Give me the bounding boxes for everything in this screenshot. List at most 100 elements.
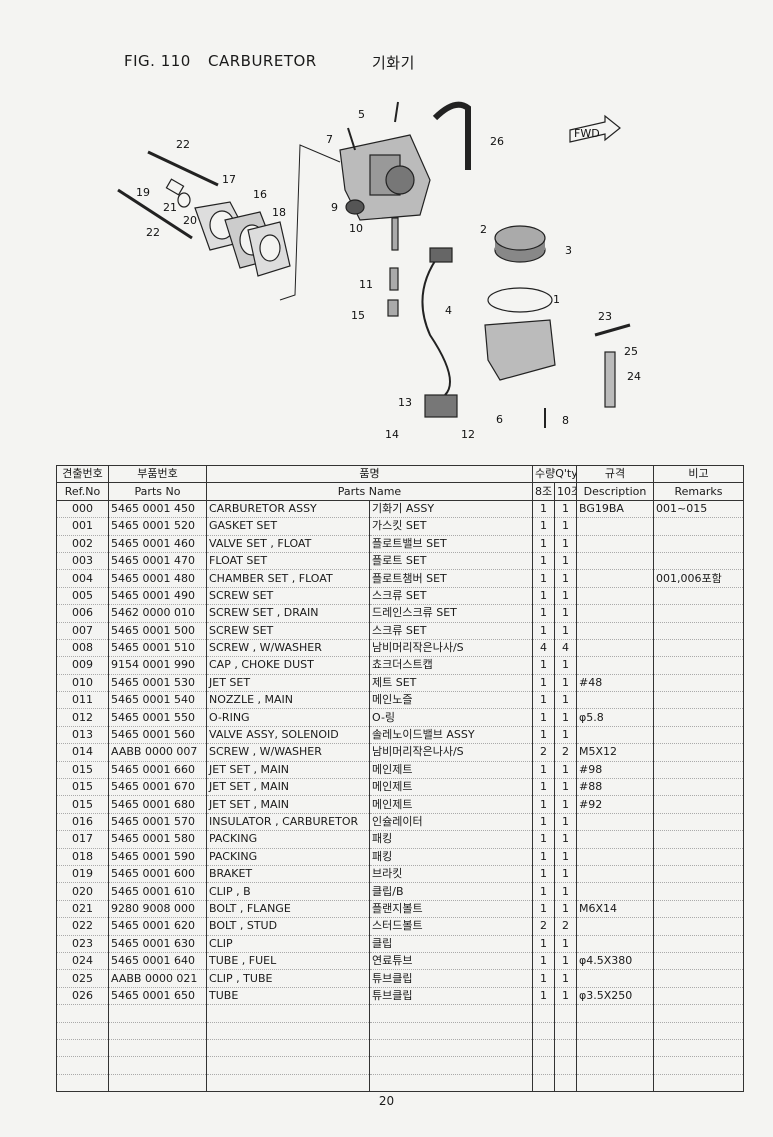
description-cell: M6X14 — [576, 900, 654, 919]
callout-numbers: 1 2 3 4 5 6 7 8 9 10 11 12 13 14 15 16 1… — [136, 108, 641, 441]
callout-9: 9 — [331, 201, 338, 214]
col-remarks-kr: 비고 — [653, 465, 744, 484]
ref-cell: 005 — [56, 587, 109, 606]
part-number-cell: AABB 0000 021 — [108, 969, 207, 988]
figure-title-korean: 기화기 — [372, 54, 415, 72]
part-name-kr-cell: 남비머리작은나사/S — [369, 639, 533, 658]
callout-10: 10 — [349, 222, 363, 235]
callout-19: 19 — [136, 186, 150, 199]
col-ref-kr: 견출번호 — [56, 465, 109, 484]
empty-row — [56, 1074, 744, 1093]
empty-cell — [56, 1022, 109, 1040]
part-name-kr-cell: 플로트 SET — [369, 552, 533, 571]
part-name-kr-cell: 클립/B — [369, 882, 533, 901]
part-name-kr-cell: 제트 SET — [369, 674, 533, 693]
ref-cell: 013 — [56, 726, 109, 745]
qty-8-cell: 1 — [532, 813, 555, 832]
description-cell — [576, 830, 654, 849]
description-cell — [576, 552, 654, 571]
qty-8-cell: 1 — [532, 604, 555, 623]
remarks-cell: 001,006포함 — [653, 569, 744, 588]
qty-8-cell: 1 — [532, 795, 555, 814]
part-name-en-cell: JET SET , MAIN — [206, 778, 370, 797]
description-cell — [576, 691, 654, 710]
qty-10-cell: 1 — [554, 726, 577, 745]
empty-cell — [576, 1074, 654, 1093]
ref-cell: 021 — [56, 900, 109, 919]
qty-8-cell: 1 — [532, 656, 555, 675]
description-cell — [576, 639, 654, 658]
qty-10-cell: 1 — [554, 900, 577, 919]
remarks-cell — [653, 552, 744, 571]
part-name-en-cell: PACKING — [206, 848, 370, 866]
remarks-cell — [653, 830, 744, 849]
qty-8-cell: 1 — [532, 535, 555, 553]
qty-8-cell: 1 — [532, 761, 555, 780]
part-name-kr-cell: 스크류 SET — [369, 587, 533, 606]
empty-row — [56, 1039, 744, 1058]
empty-cell — [554, 1004, 577, 1023]
part-name-kr-cell: 패킹 — [369, 830, 533, 849]
part-number-cell: 5465 0001 620 — [108, 917, 207, 936]
qty-8-cell: 1 — [532, 552, 555, 571]
ref-cell: 024 — [56, 952, 109, 971]
ref-cell: 012 — [56, 708, 109, 727]
callout-22-top: 22 — [176, 138, 190, 151]
col-ref-en: Ref.No — [56, 482, 109, 501]
part-name-en-cell: CLIP — [206, 935, 370, 953]
empty-cell — [369, 1074, 533, 1093]
empty-cell — [653, 1022, 744, 1040]
ref-cell: 018 — [56, 848, 109, 866]
part-number-cell: 5465 0001 680 — [108, 795, 207, 814]
ref-cell: 015 — [56, 778, 109, 797]
ref-cell: 007 — [56, 622, 109, 640]
part-name-kr-cell: 스터드볼트 — [369, 917, 533, 936]
part-name-kr-cell: 클립 — [369, 935, 533, 953]
remarks-cell — [653, 656, 744, 675]
ref-cell: 026 — [56, 987, 109, 1006]
part-name-en-cell: SCREW SET — [206, 622, 370, 640]
col-partno-en: Parts No — [108, 482, 207, 501]
col-desc-en: Description — [576, 482, 654, 501]
col-name-en: Parts Name — [206, 482, 533, 501]
empty-cell — [206, 1022, 370, 1040]
part-number-cell: 5465 0001 630 — [108, 935, 207, 953]
empty-cell — [206, 1039, 370, 1058]
ref-cell: 020 — [56, 882, 109, 901]
empty-cell — [56, 1074, 109, 1093]
qty-8-cell: 1 — [532, 708, 555, 727]
callout-3: 3 — [565, 244, 572, 257]
part-name-en-cell: PACKING — [206, 830, 370, 849]
part-name-en-cell: SCREW , W/WASHER — [206, 743, 370, 762]
table-header-korean: 견출번호 부품번호 품명 수량Q'ty 규격 비고 — [56, 465, 744, 484]
callout-22-bottom: 22 — [146, 226, 160, 239]
part-number-cell: 5465 0001 480 — [108, 569, 207, 588]
empty-cell — [108, 1056, 207, 1075]
qty-10-cell: 1 — [554, 761, 577, 780]
remarks-cell — [653, 778, 744, 797]
part-name-kr-cell: 남비머리작은나사/S — [369, 743, 533, 762]
qty-10-cell: 1 — [554, 882, 577, 901]
part-name-kr-cell: 기화기 ASSY — [369, 500, 533, 519]
qty-8-cell: 1 — [532, 935, 555, 953]
remarks-cell — [653, 587, 744, 606]
callout-18: 18 — [272, 206, 286, 219]
part-number-cell: 5462 0000 010 — [108, 604, 207, 623]
description-cell: φ5.8 — [576, 708, 654, 727]
empty-cell — [108, 1039, 207, 1058]
description-cell — [576, 587, 654, 606]
description-cell — [576, 865, 654, 884]
empty-cell — [56, 1004, 109, 1023]
part-number-cell: 5465 0001 660 — [108, 761, 207, 780]
part-number-cell: 5465 0001 450 — [108, 500, 207, 519]
remarks-cell — [653, 935, 744, 953]
